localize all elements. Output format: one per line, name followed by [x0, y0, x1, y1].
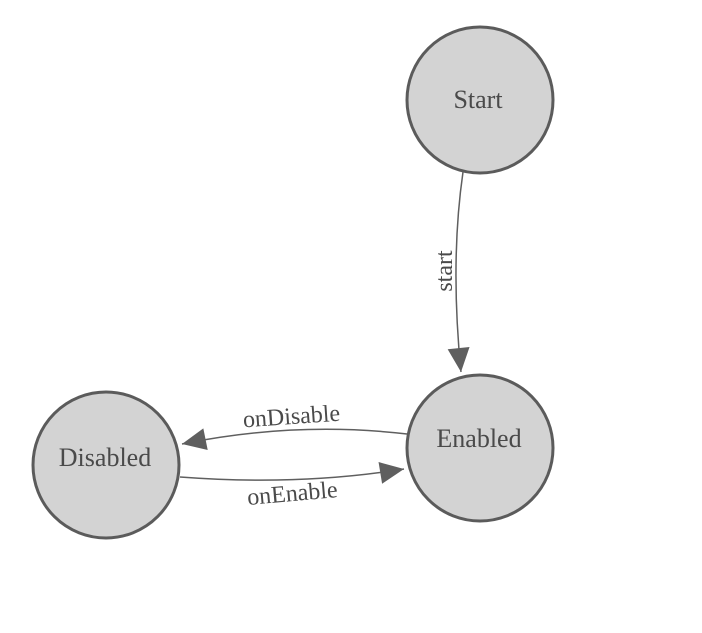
edge-label-on-disable: onDisable	[242, 401, 341, 434]
edge-on-disable-path[interactable]	[181, 428, 408, 450]
node-disabled[interactable]: Disabled	[31, 390, 181, 540]
node-disabled-circle[interactable]	[31, 390, 181, 540]
node-enabled-circle[interactable]	[405, 373, 555, 523]
node-enabled-label: Enabled	[436, 424, 521, 453]
edge-label-start: start	[432, 250, 458, 292]
node-start-circle[interactable]	[405, 25, 555, 175]
edge-label-on-enable: onEnable	[246, 477, 339, 511]
node-disabled-label: Disabled	[59, 443, 151, 472]
node-enabled[interactable]: Enabled	[405, 373, 555, 523]
node-start-label: Start	[453, 85, 503, 114]
edge-on-disable[interactable]: onDisable	[181, 401, 408, 450]
edge-start-transition[interactable]: start	[432, 171, 470, 373]
edge-on-enable-path[interactable]	[179, 462, 405, 484]
node-start[interactable]: Start	[405, 25, 555, 175]
edge-start-transition-path[interactable]	[447, 171, 470, 373]
edge-on-enable[interactable]: onEnable	[179, 462, 405, 511]
